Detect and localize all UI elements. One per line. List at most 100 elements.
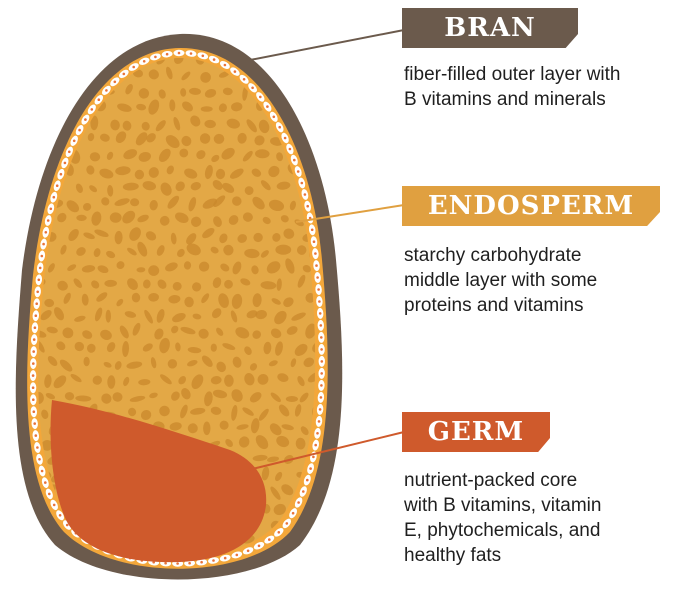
aleurone-cell-dot — [56, 184, 59, 187]
aleurone-cell-dot — [314, 444, 317, 447]
aleurone-cell-dot — [306, 479, 309, 482]
endosperm-texture-blob — [286, 396, 298, 402]
aleurone-cell-dot — [213, 58, 216, 61]
endosperm-texture-blob — [296, 88, 308, 99]
bran-label: BRAN — [402, 8, 578, 48]
endosperm-label: ENDOSPERM — [402, 186, 660, 226]
aleurone-cell-dot — [48, 493, 51, 496]
endosperm-texture-blob — [211, 344, 217, 352]
aleurone-cell-dot — [320, 348, 323, 351]
endosperm-texture-blob — [304, 68, 319, 83]
aleurone-cell-dot — [306, 205, 309, 208]
aleurone-cell-dot — [41, 255, 44, 258]
aleurone-cell-dot — [47, 219, 50, 222]
aleurone-cell-dot — [301, 182, 304, 185]
aleurone-cell-dot — [284, 137, 287, 140]
endosperm-texture-blob — [55, 86, 65, 101]
endosperm-texture-blob — [148, 265, 159, 276]
aleurone-cell-dot — [73, 140, 76, 143]
endosperm-texture-blob — [305, 85, 322, 102]
endosperm-texture-blob — [327, 153, 336, 161]
aleurone-cell-dot — [32, 362, 35, 365]
aleurone-cell-dot — [35, 314, 38, 317]
endosperm-texture-blob — [275, 245, 291, 255]
aleurone-cell-dot — [64, 162, 67, 165]
aleurone-cell-dot — [35, 302, 38, 305]
endosperm-texture-blob — [296, 548, 313, 563]
aleurone-cell-dot — [247, 550, 250, 553]
aleurone-cell-dot — [35, 434, 38, 437]
aleurone-cell-dot — [44, 481, 47, 484]
aleurone-cell-dot — [293, 159, 296, 162]
aleurone-cell-dot — [292, 512, 295, 515]
endosperm-texture-blob — [295, 54, 310, 71]
aleurone-cell-dot — [313, 240, 316, 243]
aleurone-cell-dot — [66, 524, 69, 527]
aleurone-cell-dot — [164, 562, 167, 565]
aleurone-cell-dot — [84, 118, 87, 121]
aleurone-cell-dot — [243, 78, 246, 81]
aleurone-cell-dot — [34, 326, 37, 329]
aleurone-cell-dot — [302, 490, 305, 493]
aleurone-cell-dot — [39, 267, 42, 270]
endosperm-texture-blob — [52, 68, 62, 84]
bran-leader-line — [250, 30, 404, 60]
endosperm-texture-blob — [330, 534, 340, 542]
aleurone-cell-dot — [316, 432, 319, 435]
aleurone-cell-dot — [317, 288, 320, 291]
endosperm-texture-blob — [55, 49, 67, 66]
aleurone-cell-dot — [319, 312, 322, 315]
endosperm-texture-blob — [36, 81, 51, 99]
aleurone-cell-dot — [273, 116, 276, 119]
endosperm-texture-blob — [35, 149, 49, 158]
aleurone-cell-dot — [278, 126, 281, 129]
aleurone-cell-dot — [68, 151, 71, 154]
endosperm-texture-blob — [40, 55, 48, 65]
aleurone-cell-dot — [45, 231, 48, 234]
endosperm-texture-blob — [284, 74, 298, 83]
aleurone-cell-dot — [315, 264, 318, 267]
endosperm-texture-blob — [36, 116, 45, 129]
aleurone-cell-dot — [36, 446, 39, 449]
aleurone-cell-dot — [50, 208, 53, 211]
aleurone-cell-dot — [132, 66, 135, 69]
aleurone-cell-dot — [188, 562, 191, 565]
aleurone-cell-dot — [297, 501, 300, 504]
endosperm-texture-blob — [76, 70, 92, 84]
aleurone-cell-dot — [202, 55, 205, 58]
aleurone-cell-dot — [91, 108, 94, 111]
aleurone-cell-dot — [32, 398, 35, 401]
aleurone-cell-dot — [312, 456, 315, 459]
endosperm-texture-blob — [25, 70, 39, 81]
aleurone-cell-dot — [32, 374, 35, 377]
aleurone-cell-dot — [60, 173, 63, 176]
aleurone-cell-dot — [212, 559, 215, 562]
aleurone-cell-dot — [259, 96, 262, 99]
aleurone-cell-dot — [178, 52, 181, 55]
aleurone-cell-dot — [320, 384, 323, 387]
endosperm-texture-blob — [286, 553, 298, 559]
aleurone-cell-dot — [176, 562, 179, 565]
endosperm-texture-blob — [30, 548, 47, 565]
aleurone-cell-dot — [166, 53, 169, 56]
aleurone-cell-dot — [42, 243, 45, 246]
aleurone-cell-dot — [154, 56, 157, 59]
aleurone-cell-dot — [190, 52, 193, 55]
aleurone-cell-dot — [318, 300, 321, 303]
aleurone-cell-dot — [78, 129, 81, 132]
aleurone-cell-dot — [38, 279, 41, 282]
aleurone-cell-dot — [234, 70, 237, 73]
aleurone-cell-dot — [320, 396, 323, 399]
endosperm-texture-blob — [83, 357, 89, 366]
endosperm-texture-blob — [319, 68, 337, 84]
endosperm-texture-blob — [322, 99, 332, 111]
aleurone-cell-dot — [278, 531, 281, 534]
aleurone-cell-dot — [200, 561, 203, 564]
aleurone-cell-dot — [33, 422, 36, 425]
aleurone-cell-dot — [286, 522, 289, 525]
endosperm-texture-blob — [201, 106, 213, 112]
endosperm-texture-blob — [324, 179, 337, 193]
endosperm-texture-blob — [59, 74, 75, 82]
aleurone-cell-dot — [321, 360, 324, 363]
aleurone-cell-dot — [318, 420, 321, 423]
